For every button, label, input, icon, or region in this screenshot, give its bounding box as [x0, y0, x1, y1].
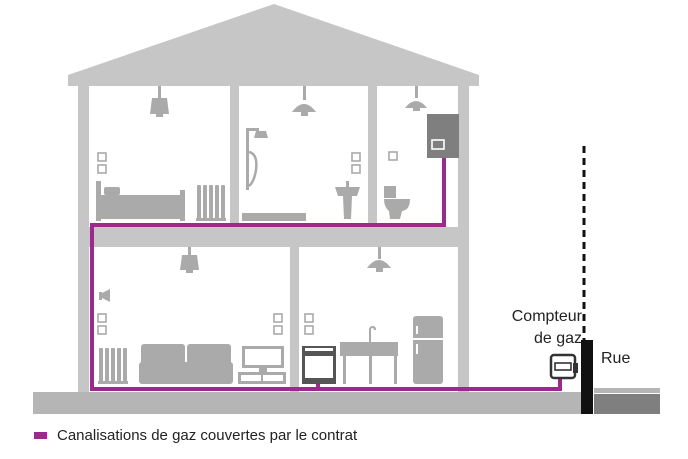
- legend: Canalisations de gaz couvertes par le co…: [34, 427, 357, 444]
- sink-icon: [335, 181, 360, 219]
- wall-upper-1: [230, 86, 239, 227]
- gas-meter-label-line2: de gaz: [533, 330, 582, 347]
- boundary-wall: [581, 340, 593, 414]
- boiler-icon: [427, 114, 459, 158]
- outlet-icon: [304, 313, 314, 335]
- floor-slab: [78, 227, 469, 247]
- bathtub-icon: [242, 213, 306, 221]
- sofa-icon: [139, 344, 233, 384]
- wall-lower: [290, 247, 299, 392]
- legend-swatch: [34, 432, 47, 439]
- ceiling-lamp-icon: [180, 247, 199, 273]
- ceiling-lamp-icon: [292, 86, 316, 116]
- outlet-icon: [388, 151, 398, 161]
- wall-lamp-icon: [99, 289, 110, 302]
- toilet-icon: [384, 186, 410, 219]
- road-curb: [594, 388, 660, 393]
- ceiling-lamp-icon: [405, 86, 427, 111]
- ceiling-lamp-icon: [367, 247, 391, 272]
- ground: [33, 392, 588, 414]
- house-structure: [68, 4, 479, 392]
- wall-upper-2: [368, 86, 377, 227]
- roof: [68, 4, 479, 86]
- radiator-icon: [98, 348, 128, 384]
- gas-meter-label: Compteur de gaz: [472, 306, 582, 350]
- gas-pipe: [90, 158, 562, 391]
- street-label: Rue: [601, 350, 631, 367]
- oven-icon: [302, 346, 336, 384]
- ceiling-lamp-icon: [150, 86, 169, 117]
- legend-text: Canalisations de gaz couvertes par le co…: [57, 427, 358, 444]
- fridge-icon: [413, 316, 443, 384]
- shower-icon: [246, 128, 268, 190]
- bed-icon: [96, 181, 185, 221]
- tv-icon: [238, 346, 286, 384]
- radiator-icon: [196, 185, 226, 221]
- outlet-icon: [351, 152, 361, 174]
- outlet-icon: [97, 152, 107, 174]
- kitchen-sink-icon: [340, 326, 398, 384]
- road: [594, 394, 660, 414]
- outlet-icon: [97, 313, 107, 335]
- gas-meter-label-line1: Compteur: [511, 308, 582, 325]
- outlet-icon: [273, 313, 283, 335]
- gas-meter-icon: [549, 353, 578, 380]
